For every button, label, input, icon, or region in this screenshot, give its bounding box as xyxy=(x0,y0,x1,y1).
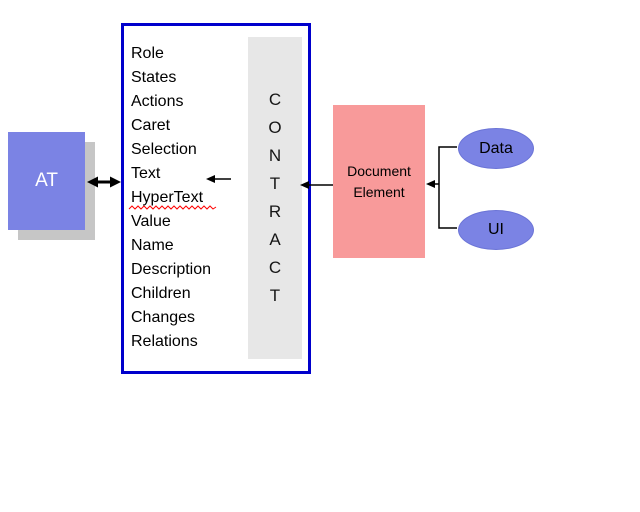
data-label: Data xyxy=(479,139,513,157)
contract-letter: N xyxy=(268,146,282,165)
contract-letter: R xyxy=(268,202,282,221)
list-item: Caret xyxy=(131,117,171,134)
list-item: Relations xyxy=(131,333,198,350)
list-item: Text xyxy=(131,165,161,182)
list-item: Children xyxy=(131,285,191,302)
list-item: Changes xyxy=(131,309,196,326)
data-ui-bracket xyxy=(438,146,457,229)
data-ellipse: Data xyxy=(458,128,534,169)
document-element-label-line1: Document xyxy=(347,162,411,179)
contract-letter: C xyxy=(268,90,282,109)
list-item: Value xyxy=(131,213,171,230)
contract-strip xyxy=(248,37,302,359)
ui-ellipse: UI xyxy=(458,210,534,250)
list-item: Actions xyxy=(131,93,184,110)
contract-feature-list: Role States Actions Caret Selection Text… xyxy=(131,42,211,354)
at-box: AT xyxy=(8,132,85,230)
list-item: HyperText xyxy=(131,189,204,206)
document-element-label-line2: Element xyxy=(353,183,405,200)
ui-label: UI xyxy=(488,221,504,238)
contract-strip-word: C O N T R A C T xyxy=(248,86,302,310)
list-item: Role xyxy=(131,45,164,62)
at-label: AT xyxy=(35,170,58,191)
contract-letter: T xyxy=(269,174,281,193)
contract-letter: A xyxy=(269,230,281,249)
document-element-box: Document Element xyxy=(333,105,425,258)
list-item: Name xyxy=(131,237,174,254)
list-item: Description xyxy=(131,261,212,278)
list-item: States xyxy=(131,69,177,86)
list-item: Selection xyxy=(131,141,197,158)
contract-letter: O xyxy=(268,118,282,137)
contract-letter: C xyxy=(268,258,282,277)
bracket-to-document-arrow-icon xyxy=(426,180,439,188)
contract-letter: T xyxy=(269,286,281,305)
